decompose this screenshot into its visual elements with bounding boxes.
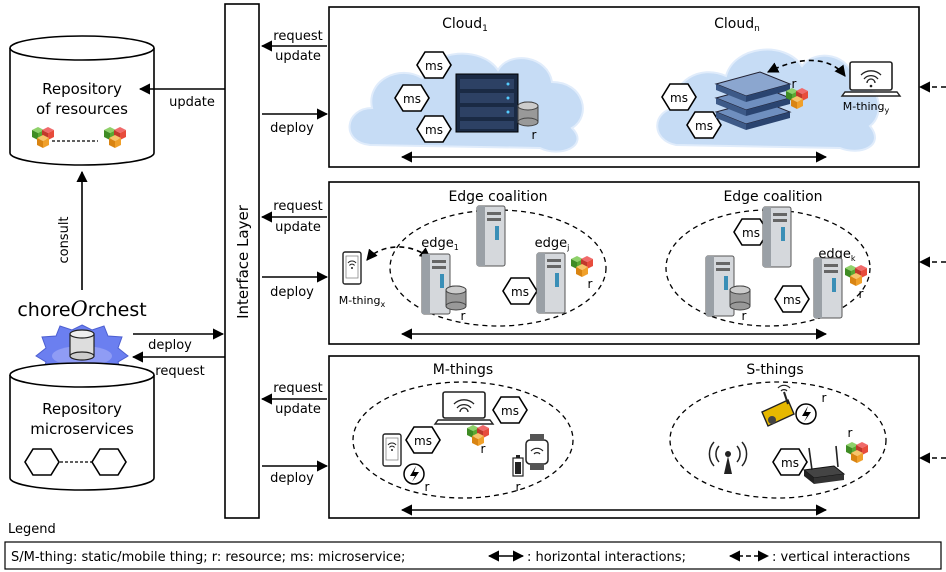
svg-text:ms: ms xyxy=(425,123,443,137)
svg-text:update: update xyxy=(275,220,321,235)
svg-text:r: r xyxy=(822,391,827,405)
request-label-left: request xyxy=(155,364,204,379)
sthings-label: S-things xyxy=(746,362,803,378)
svg-text:ms: ms xyxy=(403,92,421,106)
svg-text:ms: ms xyxy=(425,59,443,73)
database-icon xyxy=(729,285,751,311)
edge-1-label: edge1 xyxy=(421,236,459,252)
update-label-left: update xyxy=(169,95,215,110)
legend-box xyxy=(4,541,942,570)
microservice-hex-icon xyxy=(24,448,60,476)
svg-text:r: r xyxy=(588,277,593,291)
cloud-n-label: Cloudn xyxy=(714,16,760,34)
svg-text:update: update xyxy=(275,402,321,417)
chore-orchest-label: choreOrchest xyxy=(17,297,146,321)
security-camera-icon xyxy=(761,384,795,427)
smartphone-icon xyxy=(342,251,362,285)
server-tower-icon xyxy=(536,252,566,314)
svg-text:ms: ms xyxy=(501,404,519,418)
svg-text:r: r xyxy=(481,442,486,456)
repository-microservices-label-line2: microservices xyxy=(30,420,134,438)
svg-text:ms: ms xyxy=(781,456,799,470)
legend-part-2: : horizontal interactions; xyxy=(527,550,686,565)
edge-j-label: edgej xyxy=(535,236,570,252)
edge-interactions: request update deploy xyxy=(260,199,329,300)
legend-part-1: S/M-thing: static/mobile thing; r: resou… xyxy=(11,550,405,565)
repository-microservices: Repository microservices xyxy=(9,362,155,491)
server-tower-icon xyxy=(476,205,506,267)
radio-antenna-icon xyxy=(708,441,748,474)
interface-layer-box xyxy=(224,3,260,519)
svg-text:ms: ms xyxy=(414,434,432,448)
database-icon xyxy=(445,285,467,311)
repository-of-resources: Repository of resources xyxy=(9,35,155,166)
legend-part-3: : vertical interactions xyxy=(772,550,910,565)
svg-text:request: request xyxy=(273,199,322,214)
cloud-interactions: request update deploy xyxy=(260,29,329,136)
wifi-router-icon xyxy=(802,445,846,484)
edge-coalition-2-boundary xyxy=(665,209,871,327)
vertical-interaction-arrow xyxy=(766,59,846,77)
smartwatch-icon xyxy=(525,434,549,470)
svg-text:ms: ms xyxy=(695,119,713,133)
things-box: M-things S-things ms r ms r xyxy=(328,355,920,519)
legend-title: Legend xyxy=(8,522,56,537)
network-switch-stack-icon xyxy=(714,71,792,130)
repository-microservices-label-line1: Repository xyxy=(42,400,122,418)
edge-coalition-1-label: Edge coalition xyxy=(448,189,547,205)
interface-layer-label: Interface Layer xyxy=(234,204,252,319)
svg-text:r: r xyxy=(859,287,864,301)
database-icon xyxy=(517,101,539,127)
svg-text:r: r xyxy=(516,480,521,494)
repository-resources-label-line1: Repository xyxy=(42,80,122,98)
svg-text:ms: ms xyxy=(783,293,801,307)
mthings-boundary xyxy=(352,381,574,499)
svg-text:deploy: deploy xyxy=(270,121,314,136)
sthings-boundary xyxy=(669,381,887,499)
svg-text:deploy: deploy xyxy=(270,285,314,300)
edge-coalition-2-label: Edge coalition xyxy=(723,189,822,205)
power-icon xyxy=(795,403,817,425)
svg-text:r: r xyxy=(742,309,747,323)
smartphone-icon xyxy=(382,433,402,467)
consult-label: consult xyxy=(57,216,72,263)
server-tower-icon xyxy=(813,257,843,319)
battery-icon xyxy=(512,455,524,477)
edge-box: Edge coalition Edge coalition M-thingx e… xyxy=(328,181,920,345)
power-icon xyxy=(403,463,425,485)
svg-text:request: request xyxy=(273,381,322,396)
repository-resources-label-line2: of resources xyxy=(36,100,128,118)
server-rack-icon xyxy=(455,73,519,133)
svg-text:ms: ms xyxy=(511,285,529,299)
cloud-box: Cloud1 ms ms ms r Cloudn ms ms xyxy=(328,6,920,168)
server-tower-icon xyxy=(762,206,792,268)
cloud-1-label: Cloud1 xyxy=(442,16,488,34)
deploy-label-left: deploy xyxy=(148,338,192,353)
svg-text:ms: ms xyxy=(742,226,760,240)
laptop-icon xyxy=(433,391,495,425)
mthing-x-label: M-thingx xyxy=(339,294,386,309)
svg-text:deploy: deploy xyxy=(270,471,314,486)
things-interactions: request update deploy xyxy=(260,381,329,486)
svg-text:r: r xyxy=(792,77,797,91)
svg-text:r: r xyxy=(848,426,853,440)
svg-text:request: request xyxy=(273,29,322,44)
svg-text:r: r xyxy=(425,480,430,494)
laptop-icon xyxy=(840,61,902,97)
svg-text:r: r xyxy=(532,128,537,142)
svg-text:r: r xyxy=(461,309,466,323)
mthing-y-label: M-thingy xyxy=(843,100,890,115)
mthings-label: M-things xyxy=(433,362,493,378)
microservice-hex-icon xyxy=(91,448,127,476)
svg-text:update: update xyxy=(275,49,321,64)
svg-text:ms: ms xyxy=(670,91,688,105)
